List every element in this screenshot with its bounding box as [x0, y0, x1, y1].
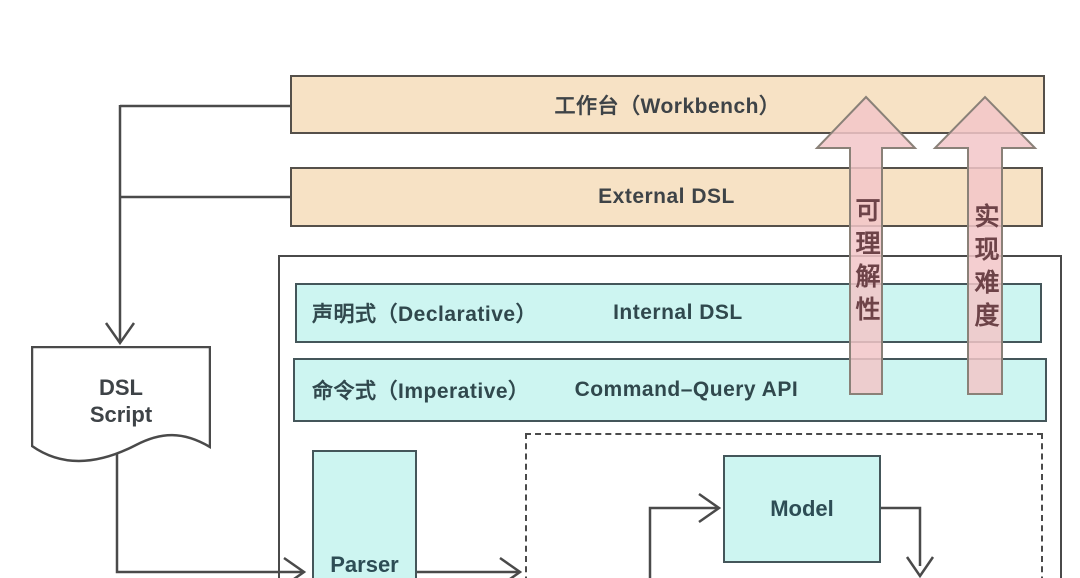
implementation-difficulty-arrow	[932, 95, 1038, 395]
dsl-script-line2: Script	[89, 402, 153, 427]
dsl-script-line1: DSL	[99, 375, 143, 400]
model-node: Model	[723, 455, 881, 563]
model-dashed-region	[525, 433, 1043, 578]
comprehensibility-label: 可理解性	[852, 197, 880, 329]
implementation-difficulty-label: 实现难度	[971, 203, 999, 335]
line-script-to-parser	[115, 452, 302, 574]
external-dsl-label: External DSL	[598, 185, 735, 208]
arrowhead-model-down	[905, 556, 935, 578]
workbench-label: 工作台（Workbench）	[554, 94, 781, 118]
arrowhead-into-region	[499, 556, 523, 578]
parser-node: Parser	[312, 450, 417, 578]
command-query-mode-label: 命令式（Imperative）	[312, 380, 530, 403]
arrowhead-into-script	[104, 322, 136, 346]
model-label: Model	[770, 496, 834, 521]
line-up-to-model	[648, 506, 717, 578]
dsl-script-label: DSL Script	[31, 374, 211, 428]
comprehensibility-arrow	[814, 95, 918, 395]
line-model-out-down	[881, 506, 922, 566]
command-query-bar: 命令式（Imperative） Command–Query API	[293, 358, 1047, 422]
internal-dsl-bar: 声明式（Declarative） Internal DSL	[295, 283, 1042, 343]
arrowhead-into-model	[698, 492, 722, 524]
command-query-name-label: Command–Query API	[574, 378, 799, 401]
host-language-container	[278, 255, 1062, 578]
dsl-script-document-shape	[31, 346, 211, 463]
parser-label: Parser	[330, 552, 399, 577]
internal-dsl-mode-label: 声明式（Declarative）	[312, 303, 538, 326]
arrowhead-into-parser	[283, 556, 307, 578]
workbench-bar: 工作台（Workbench）	[290, 75, 1045, 134]
internal-dsl-name-label: Internal DSL	[613, 301, 743, 324]
external-dsl-bar: External DSL	[290, 167, 1043, 227]
